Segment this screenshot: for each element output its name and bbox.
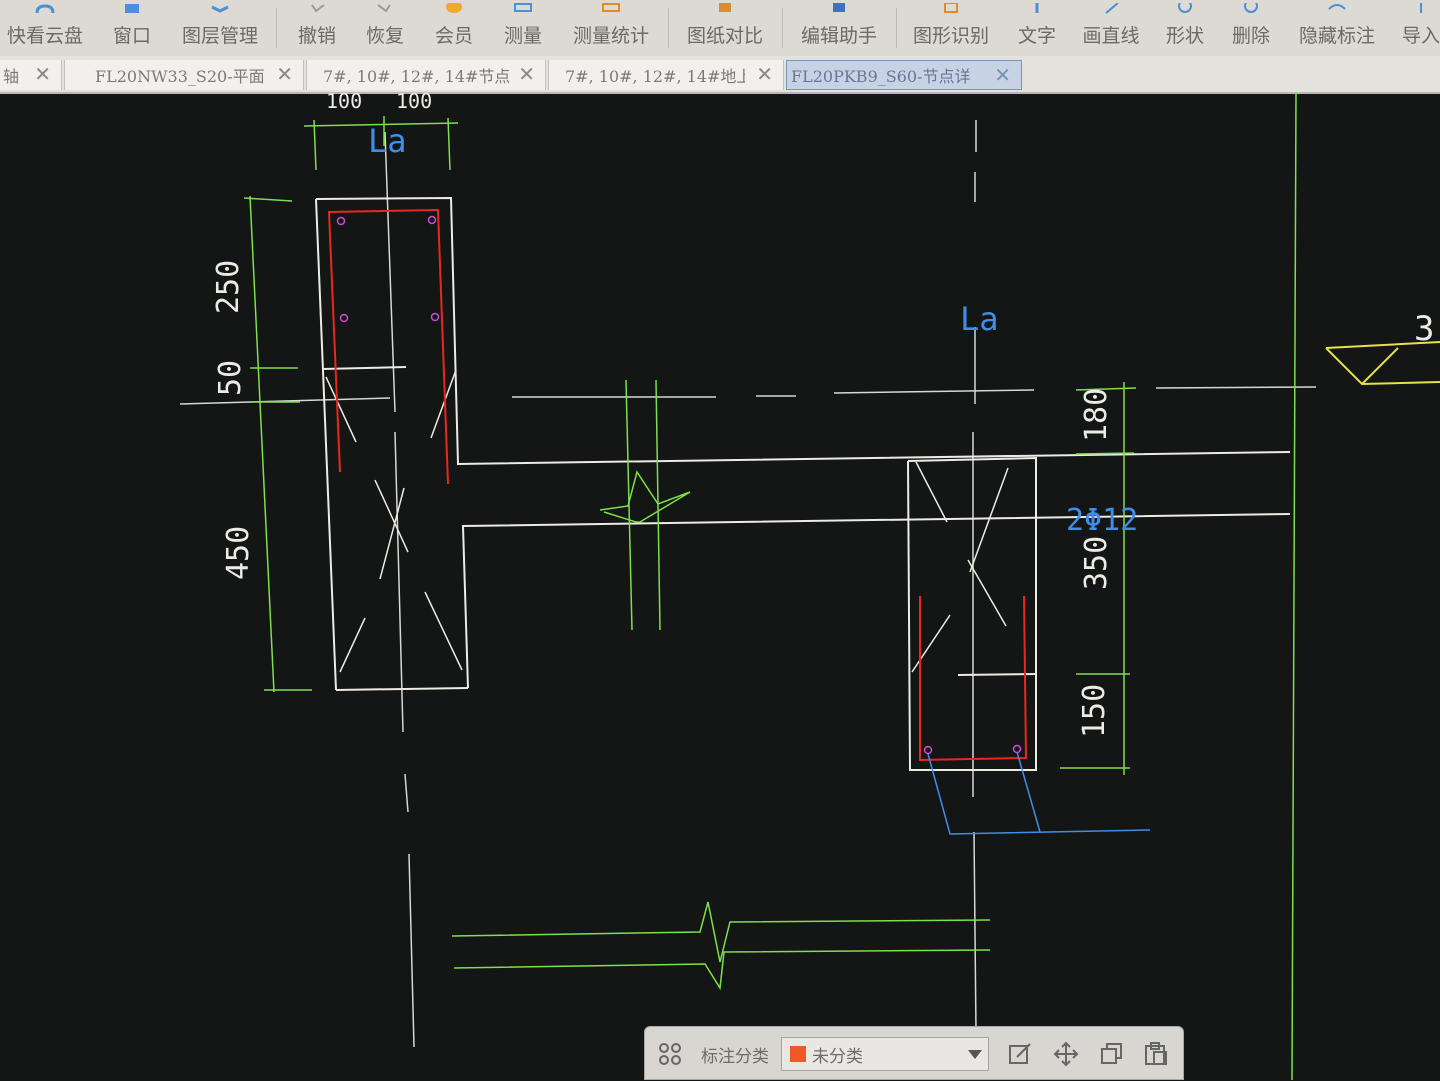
close-icon[interactable]: ✕ (518, 62, 535, 86)
text-icon (1035, 3, 1039, 13)
stirrup-dots (336, 215, 1022, 755)
delete-icon (1244, 3, 1258, 13)
toolbar-line-button[interactable]: 画直线 (1080, 0, 1142, 56)
toolbar-vip-button[interactable]: 会员 (428, 0, 480, 56)
toolbar-edit-helper-button[interactable]: 编辑助手 (796, 0, 882, 56)
edit-icon[interactable] (1007, 1041, 1033, 1067)
close-icon[interactable]: ✕ (34, 62, 51, 86)
stirrup-marks (325, 369, 1009, 673)
toolbar-delete-button[interactable]: 删除 (1226, 0, 1276, 56)
toolbar-hide-annotation-button[interactable]: 隐藏标注 (1294, 0, 1380, 56)
toolbar-shape-recognition-button[interactable]: 图形识别 (908, 0, 994, 56)
toolbar-separator (276, 8, 277, 48)
annotation-category-select[interactable]: 未分类 (781, 1037, 989, 1071)
toolbar-separator (782, 8, 783, 48)
dim-top-100-left: 100 (326, 92, 362, 113)
cad-drawing: 100 100 La La 250 50 450 180 350 150 2Φ1… (179, 92, 1440, 1080)
rebar-label-2phi12: 2Φ12 (1066, 503, 1138, 538)
copy-icon[interactable] (1099, 1041, 1125, 1067)
layers-icon (211, 5, 229, 13)
toolbar-cloud-disk-button[interactable]: 快看云盘 (4, 0, 86, 56)
toolbar-layers-button[interactable]: 图层管理 (176, 0, 264, 56)
hide-annotation-icon (1328, 4, 1346, 10)
document-tab-bar: 轴 ✕ FL20NW33_S20-平面 ✕ 7#, 10#, 12#, 14#节… (0, 56, 1440, 94)
measure-stats-icon (602, 3, 620, 12)
tab-fl20pkb9-node-detail[interactable]: FL20PKB9_S60-节点详 ✕ (786, 60, 1022, 90)
close-icon[interactable]: ✕ (994, 63, 1011, 87)
tab-axis[interactable]: 轴 ✕ (0, 60, 62, 90)
la-label-top: La (368, 122, 407, 160)
dim-top-100-right: 100 (396, 92, 432, 113)
ruler-icon (514, 3, 532, 12)
grid-icon-graphic (659, 1043, 681, 1065)
rebar-leader (927, 751, 1151, 835)
dim-left-450: 450 (221, 526, 256, 580)
line-icon (1105, 3, 1119, 14)
chevron-down-icon[interactable] (968, 1050, 982, 1059)
close-icon[interactable]: ✕ (276, 62, 293, 86)
toolbar-separator (896, 8, 897, 48)
center-lines (179, 120, 1317, 1048)
la-label-right: La (960, 300, 999, 338)
right-beam-outline (907, 456, 1037, 771)
window-icon (125, 4, 139, 13)
dim-right-180: 180 (1079, 388, 1114, 442)
annotation-bottom-bar: 标注分类 未分类 (644, 1026, 1184, 1080)
level-mark (1325, 341, 1440, 386)
annotation-category-label: 标注分类 (701, 1046, 769, 1067)
rebar-lines (327, 208, 1028, 762)
toolbar-window-button[interactable]: 窗口 (104, 0, 160, 56)
dim-right-150: 150 (1077, 684, 1112, 738)
drawing-canvas[interactable]: 100 100 La La 250 50 450 180 350 150 2Φ1… (0, 92, 1440, 1080)
edit-helper-icon (833, 3, 845, 12)
tab-fl20nw33-plan[interactable]: FL20NW33_S20-平面 ✕ (64, 60, 304, 90)
toolbar-shape-button[interactable]: 形状 (1160, 0, 1210, 56)
redo-icon (377, 4, 391, 13)
toolbar-measure-stats-button[interactable]: 测量统计 (568, 0, 654, 56)
edge-number: 3 (1414, 309, 1434, 349)
tab-above-ground[interactable]: 7#, 10#, 12#, 14#地上… ✕ (548, 60, 784, 90)
shape-recognition-icon (944, 3, 958, 13)
dim-left-250: 250 (211, 260, 246, 314)
dimension-lines (243, 92, 1297, 1080)
grid-icon[interactable] (657, 1027, 683, 1081)
shape-icon (1178, 3, 1192, 13)
toolbar-text-button[interactable]: 文字 (1012, 0, 1062, 56)
tab-node-details-1[interactable]: 7#, 10#, 12#, 14#节点… ✕ (306, 60, 546, 90)
paste-icon[interactable] (1143, 1041, 1169, 1067)
category-color-swatch (790, 1046, 806, 1062)
toolbar-import-button[interactable]: 导入 (1396, 0, 1440, 56)
import-icon (1420, 3, 1422, 13)
close-icon[interactable]: ✕ (756, 62, 773, 86)
cloud-disk-icon (35, 4, 55, 14)
main-toolbar: 快看云盘 窗口 图层管理 撤销 恢复 会员 测量 测量统计 图纸对比 编辑助手 … (0, 0, 1440, 57)
left-column-outline (315, 196, 1291, 691)
undo-icon (311, 4, 325, 13)
toolbar-measure-button[interactable]: 测量 (498, 0, 548, 56)
dim-left-50: 50 (213, 360, 248, 396)
compare-icon (719, 3, 731, 12)
toolbar-compare-button[interactable]: 图纸对比 (682, 0, 768, 56)
toolbar-separator (668, 8, 669, 48)
move-icon[interactable] (1053, 1041, 1079, 1067)
dim-right-350: 350 (1079, 536, 1114, 590)
vip-icon (446, 3, 462, 13)
toolbar-undo-button[interactable]: 撤销 (292, 0, 342, 56)
toolbar-redo-button[interactable]: 恢复 (360, 0, 410, 56)
